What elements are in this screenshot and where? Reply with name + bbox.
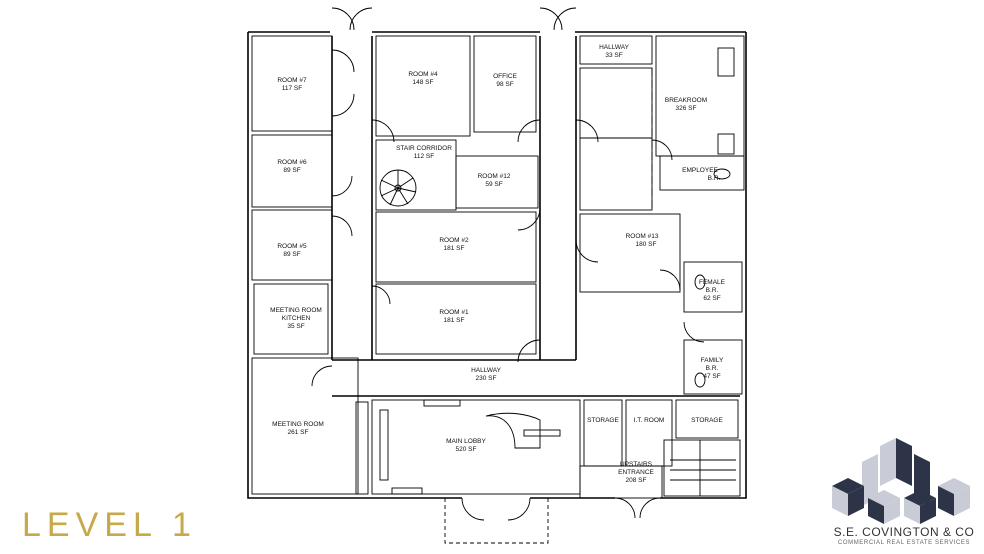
upstairs-entrance-area: 208 SF [626,477,647,484]
stair-corridor-name: STAIR CORRIDOR [396,145,452,152]
doors [311,7,705,521]
room-labels: ROOM #7 117 SF ROOM #4 148 SF OFFICE 98 … [270,44,725,484]
upstairs-entrance-name: UPSTAIRS [620,461,653,468]
room4-name: ROOM #4 [408,71,438,78]
room6-name: ROOM #6 [277,159,307,166]
lobby [371,399,581,495]
meeting-kitchen-name: MEETING ROOM [270,307,322,314]
room2-area: 181 SF [444,245,465,252]
main-lobby-name: MAIN LOBBY [446,438,486,445]
meeting-room-area: 261 SF [288,429,309,436]
meeting-room-name: MEETING ROOM [272,421,324,428]
company-name: S.E. COVINGTON & CO [833,525,975,539]
meeting-kitchen-name2: KITCHEN [282,315,311,322]
room13-area: 180 SF [636,241,657,248]
employee-br-name: EMPLOYEE [682,167,718,174]
outer-walls [247,31,747,544]
employee-br-area: B.R. [708,175,721,182]
family-br-name2: B.R. [706,365,719,372]
room1-area: 181 SF [444,317,465,324]
breakroom-name: BREAKROOM [665,97,707,104]
it-room-name: I.T. ROOM [634,417,665,424]
logo-cubes [832,438,970,524]
company-logo-icon [832,438,970,524]
room4-area: 148 SF [413,79,434,86]
room5-name: ROOM #5 [277,243,307,250]
center-rooms [375,35,539,355]
room2-name: ROOM #2 [439,237,469,244]
upstairs-entrance-name2: ENTRANCE [618,469,654,476]
left-rooms [251,35,369,495]
corridors [331,36,740,397]
room12-area: 59 SF [485,181,502,188]
family-br-name: FAMILY [701,357,724,364]
hallway-top-area: 33 SF [605,52,622,59]
female-br-area: 62 SF [703,295,720,302]
room7-area: 117 SF [282,85,303,92]
office-area: 98 SF [496,81,513,88]
hallway-top-name: HALLWAY [599,44,630,51]
storage2-name: STORAGE [691,417,723,424]
room6-area: 89 SF [283,167,300,174]
meeting-kitchen-area: 35 SF [287,323,304,330]
hallway-main-area: 230 SF [476,375,497,382]
family-br-area: 47 SF [703,373,720,380]
room1-name: ROOM #1 [439,309,469,316]
stair-corridor-area: 112 SF [414,153,435,160]
storage1-name: STORAGE [587,417,619,424]
room7-name: ROOM #7 [277,77,307,84]
main-lobby-area: 520 SF [456,446,477,453]
female-br-name2: B.R. [706,287,719,294]
level-title: LEVEL 1 [22,506,197,544]
breakroom-area: 326 SF [676,105,697,112]
right-rooms [579,35,745,499]
female-br-name: FEMALE [699,279,726,286]
hallway-main-name: HALLWAY [471,367,502,374]
office-name: OFFICE [493,73,517,80]
room5-area: 89 SF [283,251,300,258]
company-tagline: COMMERCIAL REAL ESTATE SERVICES [837,540,971,546]
room13-name: ROOM #13 [626,233,659,240]
room12-name: ROOM #12 [478,173,511,180]
